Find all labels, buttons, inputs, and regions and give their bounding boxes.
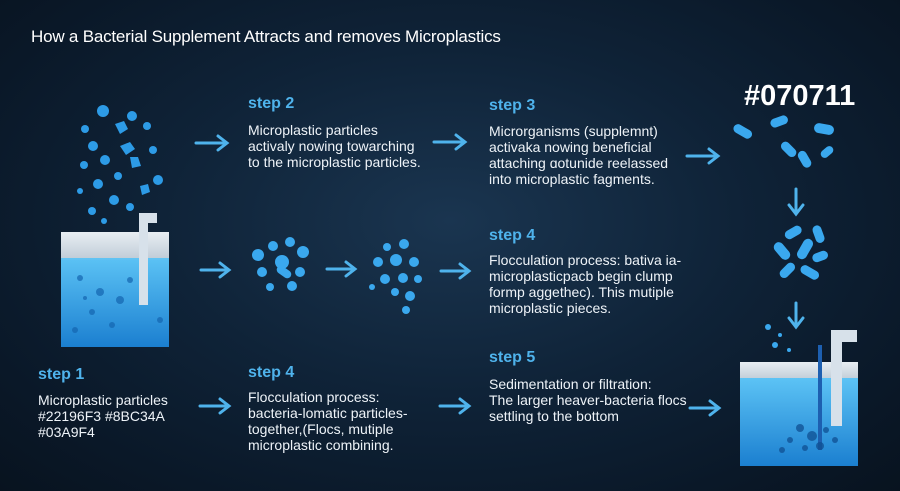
hex-code-label: #070711 [744,80,856,112]
step5-text: Sedimentation or filtration: The larger … [489,376,687,424]
step4a-text: Flocculation process: bativa ia- micropl… [489,252,682,316]
arrow-right-icon [194,133,722,417]
diagram-title: How a Bacterial Supplement Attracts and … [31,27,501,46]
step2-text: Microplastic particles activaly nowing t… [248,122,421,170]
step1-text: Microplastic particles #22196F3 #8BC34A … [38,392,168,440]
step4b-text: Flocculation process: bacteria-lomatic p… [248,389,408,453]
arrow-down-icon [787,187,805,330]
bacteria-icon [733,115,834,280]
step4b-label: step 4 [248,364,295,381]
step3-label: step 3 [489,97,536,114]
microplastic-particles-icon [77,105,163,224]
step3-text: Microrganisms (supplemnt) activaka nowin… [489,123,669,187]
filtration-tank-icon [740,324,858,466]
step4a-label: step 4 [489,227,536,244]
step1-label: step 1 [38,366,85,383]
step5-label: step 5 [489,349,536,366]
floc-icon [252,237,422,314]
step2-label: step 2 [248,95,295,112]
tank-icon [61,213,169,347]
